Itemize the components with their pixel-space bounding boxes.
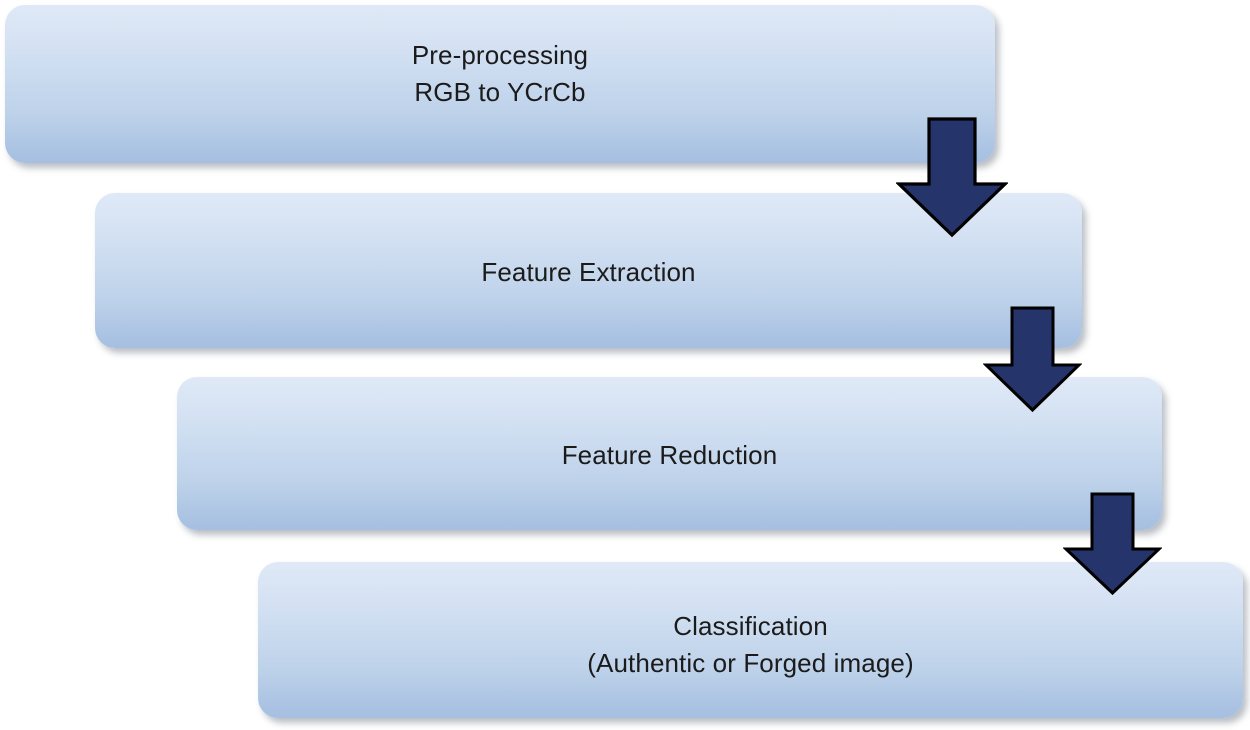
flow-node-pre-processing[interactable]: Pre-processing RGB to YCrCb xyxy=(5,5,995,163)
flow-node-label: Feature Reduction xyxy=(561,439,778,470)
flow-node-feature-extraction[interactable]: Feature Extraction xyxy=(95,193,1082,348)
flow-node-classification[interactable]: Classification (Authentic or Forged imag… xyxy=(258,562,1243,718)
down-arrow-icon xyxy=(983,306,1082,413)
flow-node-label: Feature Extraction xyxy=(481,256,696,287)
flow-node-label: Classification (Authentic or Forged imag… xyxy=(587,610,914,678)
down-arrow-icon xyxy=(896,117,1008,238)
flow-node-label: Pre-processing RGB to YCrCb xyxy=(411,39,589,107)
down-arrow-icon xyxy=(1063,492,1162,596)
flow-node-feature-reduction[interactable]: Feature Reduction xyxy=(177,377,1162,530)
